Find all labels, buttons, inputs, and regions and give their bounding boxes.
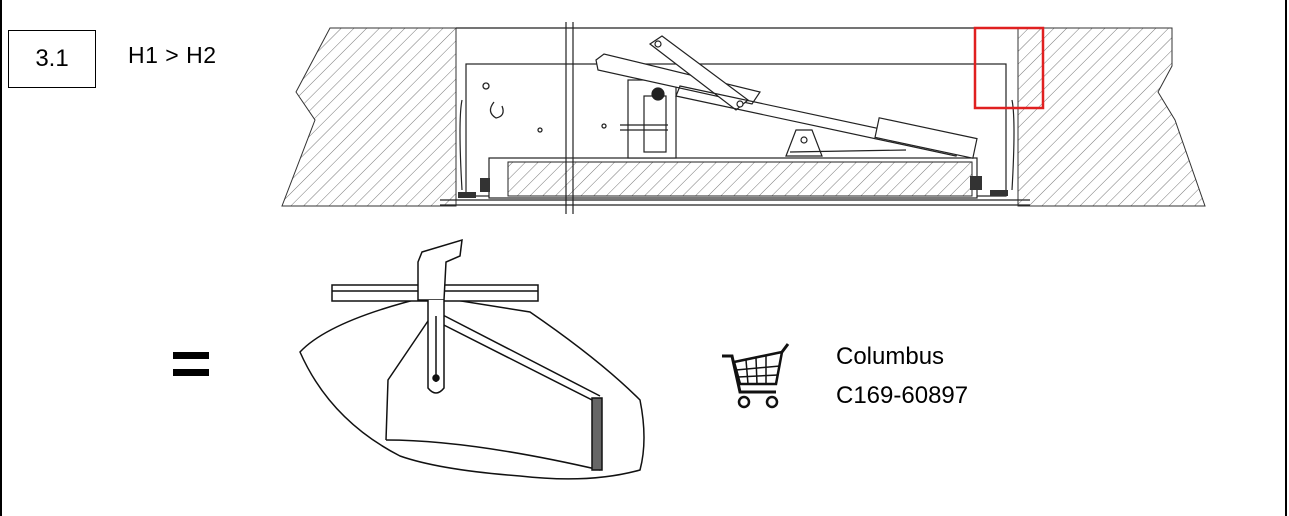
left-wall-section <box>281 27 457 207</box>
right-wall-section <box>1017 27 1206 207</box>
equals-sign <box>173 352 209 378</box>
shopping-cart-icon <box>718 340 790 412</box>
highlight-box <box>973 26 1045 110</box>
door-panel <box>488 157 978 199</box>
break-line <box>565 22 574 214</box>
step-number-box: 3.1 <box>8 30 96 88</box>
step-number: 3.1 <box>35 45 69 72</box>
corner-latches <box>458 176 1008 198</box>
hook-detail <box>482 82 607 133</box>
frame-outline <box>440 27 1030 206</box>
hinge-bracket-illustration <box>299 238 645 480</box>
lift-mechanism <box>595 35 978 159</box>
height-condition: H1 > H2 <box>128 42 217 68</box>
part-name: Columbus <box>836 343 945 370</box>
part-number: C169-60897 <box>836 382 969 409</box>
